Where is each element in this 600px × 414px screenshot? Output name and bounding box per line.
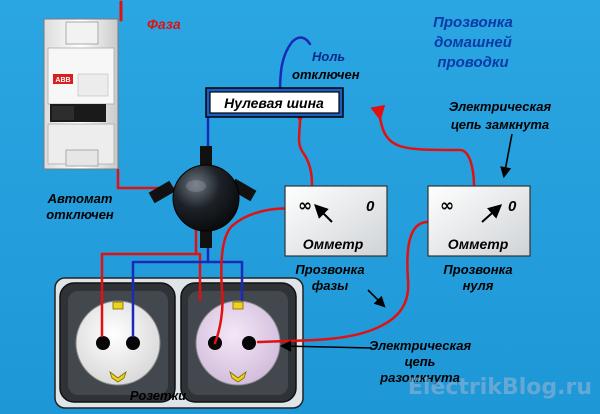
ohmmeter-nul: ∞ 0 Омметр [427,185,531,257]
neutral-label: Ноль отключен [292,49,360,82]
neutral-label-line-1: Ноль [312,49,345,64]
ohmmeter-nul-zero: 0 [508,198,517,215]
ohmmeter-phase-caption-1: Прозвонка [295,262,364,277]
probe-bus-to-ohmmeter-nul [370,104,476,188]
diagram-title: Прозвонка домашней проводки [433,14,513,71]
ohmmeter-nul-infinity: ∞ [440,196,454,216]
ohmmeter-phase-needle [314,204,333,223]
ohmmeter-phase-caption: Прозвонка фазы [295,262,386,308]
junction-box [148,146,257,248]
ohmmeter-nul-caption-2: нуля [463,278,494,293]
open-circuit-line-1: Электрическая [369,338,472,353]
ohmmeter-phase-infinity: ∞ [298,196,312,216]
ohmmeter-nul-needle [481,204,503,223]
circuit-breaker: ABB [43,18,119,170]
sockets-panel [54,277,304,409]
watermark: ElectrikBlog.ru [408,375,592,400]
open-circuit-line-2: цепь [405,354,436,369]
neutral-label-line-2: отключен [292,67,360,82]
ohmmeter-phase: ∞ 0 Омметр [284,185,388,257]
socket-right-hole-neutral [242,336,256,350]
breaker-label-line-2: отключен [46,207,114,222]
probe-bus-to-ohmmeter-phase [292,107,314,188]
probe-ohmmeter-phase-to-socket [213,207,302,345]
open-circuit-note: Электрическая цепь разомкнута [279,338,472,385]
neutral-to-right-socket-wire [206,260,244,302]
title-line-1: Прозвонка [433,14,513,31]
breaker-label: Автомат отключен [46,191,114,222]
ohmmeter-nul-caption-1: Прозвонка [443,262,512,277]
ohmmeter-phase-caption-2: фазы [312,278,348,293]
neutral-bus: Нулевая шина [205,87,344,118]
closed-circuit-note: Электрическая цепь замкнута [449,99,552,179]
neutral-source-wire [278,36,312,95]
breaker-brand: ABB [55,77,70,84]
title-line-3: проводки [437,54,508,71]
open-circuit-line-3: разомкнута [379,370,460,385]
ohmmeter-phase-zero: 0 [366,198,375,215]
socket-left [75,300,161,386]
closed-circuit-line-1: Электрическая [449,99,552,114]
closed-circuit-line-2: цепь замкнута [451,117,549,132]
phase-to-right-socket-wire [194,252,202,302]
title-line-2: домашней [434,34,512,51]
phase-label: Фаза [147,16,181,32]
ohmmeter-nul-label: Омметр [448,236,509,252]
ohmmeter-nul-caption: Прозвонка нуля [443,262,512,293]
neutral-bus-label: Нулевая шина [224,95,324,111]
socket-left-hole-phase [96,336,110,350]
breaker-label-line-1: Автомат [47,191,113,206]
sockets-label: Розетки [130,388,186,403]
ohmmeter-phase-label: Омметр [303,236,364,252]
socket-left-hole-neutral [126,336,140,350]
probe-ohmmeter-nul-to-socket [256,220,430,344]
